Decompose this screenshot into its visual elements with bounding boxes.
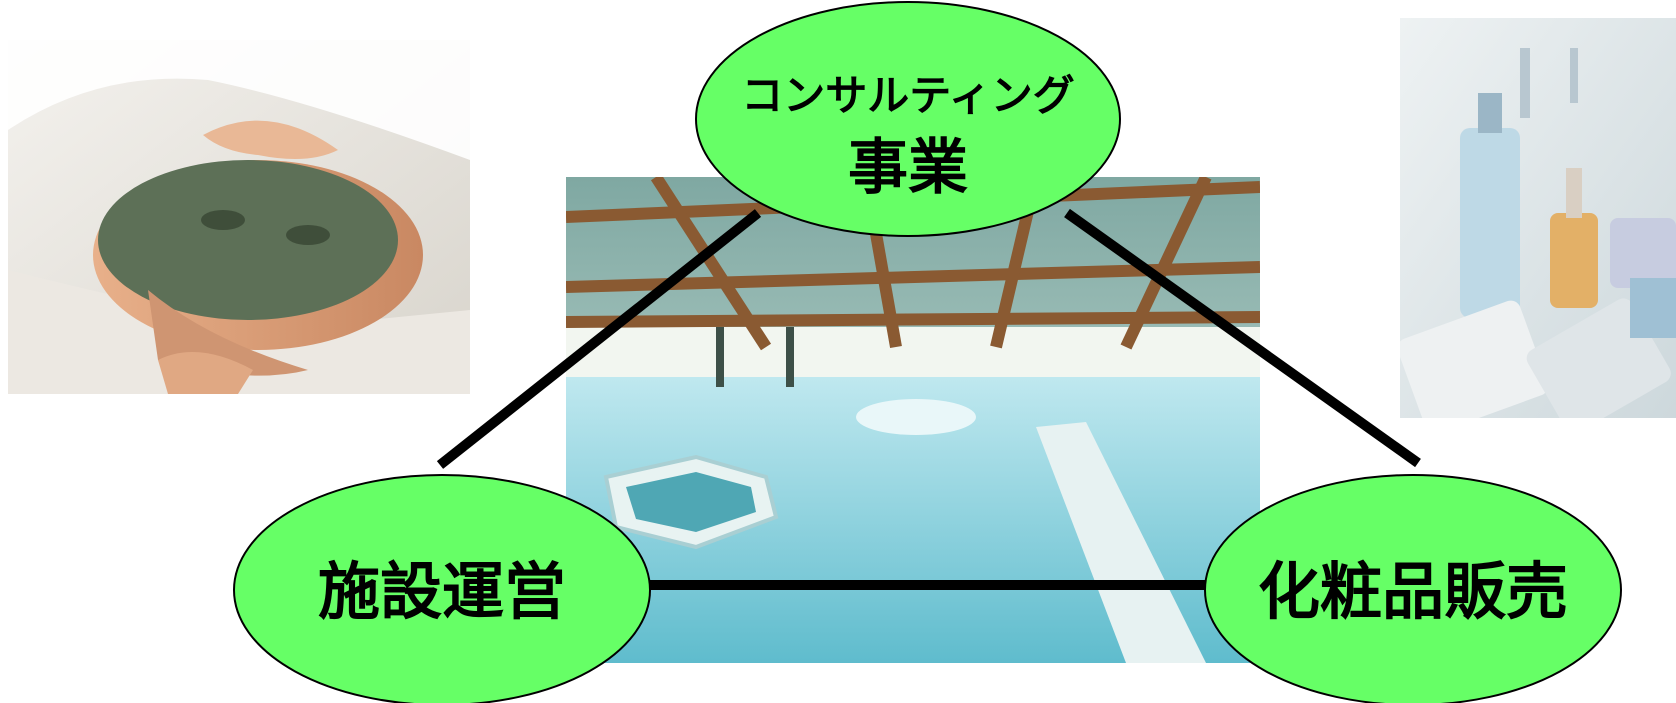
node-cosmetics-sales: 化粧品販売 <box>1204 474 1622 703</box>
connector-lines <box>436 208 1421 590</box>
node-consulting-label-line1: コンサルティング <box>741 71 1074 120</box>
facial-treatment-photo <box>8 40 470 394</box>
cosmetics-products-photo <box>1400 18 1676 418</box>
node-facility-operation: 施設運営 <box>233 474 651 703</box>
node-facility-label: 施設運営 <box>318 555 566 628</box>
node-consulting: コンサルティング 事業 <box>695 1 1121 237</box>
node-cosmetics-shape <box>1204 474 1622 703</box>
node-cosmetics-label: 化粧品販売 <box>1258 555 1568 628</box>
connector-top-right <box>1064 208 1421 468</box>
connector-top-left <box>436 209 762 469</box>
node-facility-shape <box>233 474 651 703</box>
node-consulting-shape <box>695 1 1121 237</box>
node-consulting-label-line2: 事業 <box>848 133 968 203</box>
